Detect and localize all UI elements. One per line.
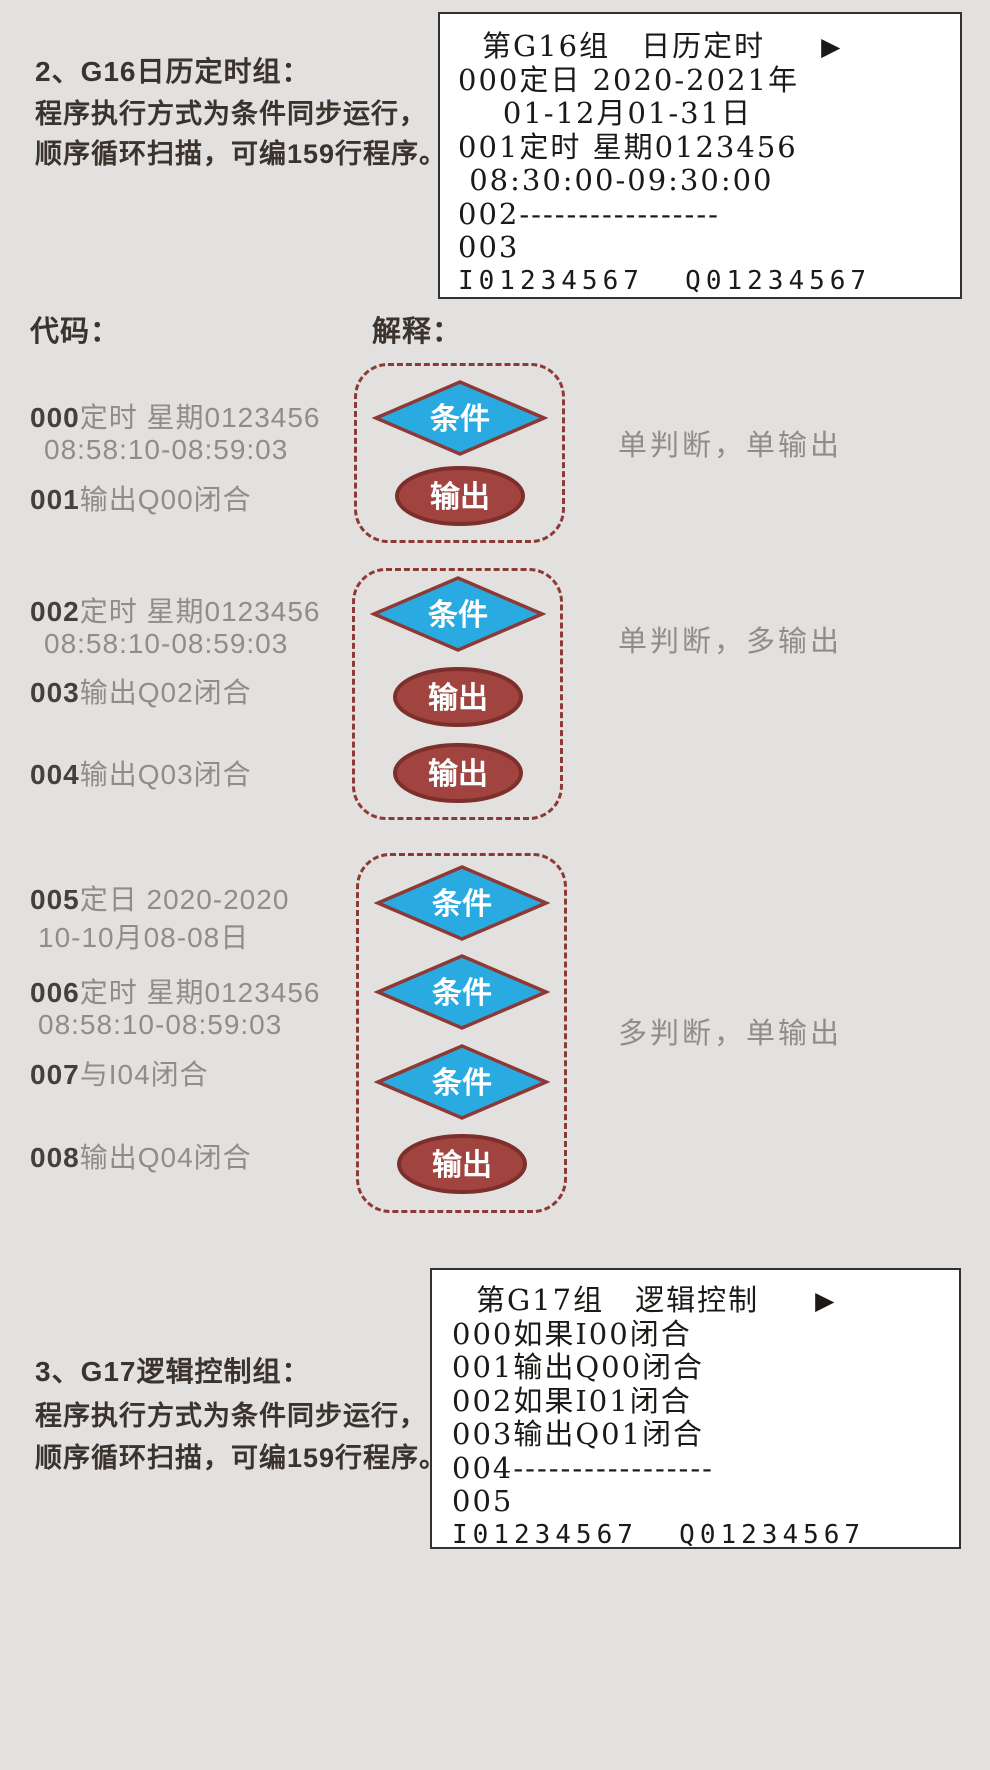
output-ellipse: 输出 [394, 466, 525, 526]
output-label: 输出 [430, 481, 490, 514]
code-line-number: 008 [30, 1142, 80, 1173]
flow-group-single-single: 条件 输出 [354, 363, 565, 543]
code-line-text: 输出Q00闭合 [79, 484, 252, 515]
code-line-005: 005定日 2020-2020 [30, 878, 289, 918]
condition-label: 条件 [432, 977, 492, 1010]
g16-section-desc-line1: 程序执行方式为条件同步运行， [35, 99, 427, 129]
g17-screen-title-row: 第G17组 逻辑控制 ▶ [452, 1283, 951, 1318]
output-ellipse: 输出 [396, 1133, 527, 1194]
g17-screen-io-line: I01234567 Q01234567 [452, 1519, 866, 1550]
code-line-006: 006定时 星期0123456 [30, 971, 321, 1011]
code-line-number: 001 [30, 484, 80, 515]
g16-screen-line-3: 08:30:00-09:30:00 [458, 163, 774, 197]
flow-group-multi-single: 条件 条件 条件 输出 [356, 853, 567, 1213]
code-line-text: 08:58:10-08:59:03 [38, 1009, 283, 1040]
condition-label: 条件 [432, 1067, 492, 1100]
g17-section-desc-line2: 顺序循环扫描，可编159行程序。 [35, 1443, 448, 1473]
g17-screen-line-3: 003输出Q01闭合 [452, 1417, 705, 1451]
condition-diamond: 条件 [373, 1043, 550, 1120]
g17-screen-line-1: 001输出Q00闭合 [452, 1350, 705, 1384]
code-line-008: 008输出Q04闭合 [30, 1136, 252, 1176]
code-line-001: 001输出Q00闭合 [30, 478, 252, 518]
code-line-number: 005 [30, 884, 80, 915]
code-line-004: 004输出Q03闭合 [30, 753, 252, 793]
code-line-text: 与I04闭合 [79, 1059, 209, 1090]
code-line-003: 003输出Q02闭合 [30, 671, 252, 711]
caption-multi-single: 多判断，单输出 [618, 1018, 843, 1050]
code-line-text: 10-10月08-08日 [38, 922, 250, 953]
g16-section-title: 2、G16日历定时组： [35, 56, 311, 87]
g17-lcd-screen: 第G17组 逻辑控制 ▶ 000如果I00闭合 001输出Q00闭合 002如果… [430, 1268, 961, 1550]
caption-single-single: 单判断，单输出 [618, 430, 843, 462]
condition-label: 条件 [432, 888, 492, 921]
output-label: 输出 [428, 682, 488, 715]
code-line-000-time: 08:58:10-08:59:03 [44, 434, 288, 466]
code-line-005-date: 10-10月08-08日 [38, 916, 249, 956]
condition-diamond: 条件 [371, 380, 548, 456]
condition-label: 条件 [428, 599, 488, 632]
code-line-text: 输出Q02闭合 [79, 677, 252, 708]
code-line-text: 定时 星期0123456 [79, 402, 321, 433]
g17-screen-line-2: 002如果I01闭合 [452, 1383, 692, 1418]
g16-lcd-screen: 第G16组 日历定时 ▶ 000定日 2020-2021年 01-12月01-3… [438, 12, 962, 299]
code-line-text: 08:58:10-08:59:03 [44, 628, 289, 659]
output-label: 输出 [432, 1149, 492, 1182]
code-line-text: 定时 星期0123456 [79, 596, 321, 627]
output-ellipse: 输出 [392, 667, 523, 727]
code-line-006-time: 08:58:10-08:59:03 [38, 1009, 282, 1041]
code-line-text: 08:58:10-08:59:03 [44, 434, 289, 465]
g16-screen-line-0: 000定日 2020-2021年 [458, 62, 799, 97]
code-line-002-time: 08:58:10-08:59:03 [44, 628, 288, 660]
code-line-text: 输出Q04闭合 [79, 1142, 252, 1173]
g16-screen-line-5: 003 [458, 230, 520, 264]
g16-screen-io-line: I01234567 Q01234567 [458, 265, 872, 296]
g16-screen-line-4: 002----------------- [458, 196, 720, 231]
g17-screen-line-0: 000如果I00闭合 [452, 1316, 692, 1351]
output-ellipse: 输出 [392, 743, 523, 803]
g16-screen-title-row: 第G16组 日历定时 ▶ [458, 29, 952, 64]
condition-diamond: 条件 [373, 954, 550, 1031]
g17-screen-line-4: 004----------------- [452, 1450, 714, 1485]
condition-label: 条件 [430, 403, 490, 436]
explain-column-label: 解释： [372, 316, 463, 348]
g17-screen-title: 第G17组 逻辑控制 [476, 1283, 760, 1317]
code-line-002: 002定时 星期0123456 [30, 590, 321, 630]
caption-single-multi: 单判断，多输出 [618, 626, 843, 658]
code-line-number: 000 [30, 402, 80, 433]
code-line-text: 定日 2020-2020 [79, 884, 290, 915]
output-label: 输出 [428, 758, 488, 791]
play-arrow-icon: ▶ [815, 1286, 835, 1315]
code-line-number: 006 [30, 977, 80, 1008]
code-line-text: 定时 星期0123456 [79, 977, 321, 1008]
code-line-000: 000定时 星期0123456 [30, 396, 321, 436]
g16-screen-line-1: 01-12月01-31日 [458, 96, 753, 130]
condition-diamond: 条件 [373, 865, 550, 941]
g17-section-title: 3、G17逻辑控制组： [35, 1356, 311, 1387]
code-line-text: 输出Q03闭合 [79, 759, 252, 790]
play-arrow-icon: ▶ [821, 32, 841, 61]
g16-screen-title: 第G16组 日历定时 [482, 29, 766, 63]
g16-screen-line-2: 001定时 星期0123456 [458, 129, 798, 164]
code-line-number: 007 [30, 1059, 80, 1090]
flow-group-single-multi: 条件 输出 输出 [352, 568, 563, 820]
g17-screen-line-5: 005 [452, 1484, 514, 1518]
g16-section-desc-line2: 顺序循环扫描，可编159行程序。 [35, 139, 448, 169]
code-line-number: 002 [30, 596, 80, 627]
code-column-label: 代码： [30, 316, 121, 348]
code-line-007: 007与I04闭合 [30, 1053, 209, 1093]
condition-diamond: 条件 [369, 576, 546, 652]
g17-section-desc-line1: 程序执行方式为条件同步运行， [35, 1401, 427, 1431]
code-line-number: 003 [30, 677, 80, 708]
code-line-number: 004 [30, 759, 80, 790]
